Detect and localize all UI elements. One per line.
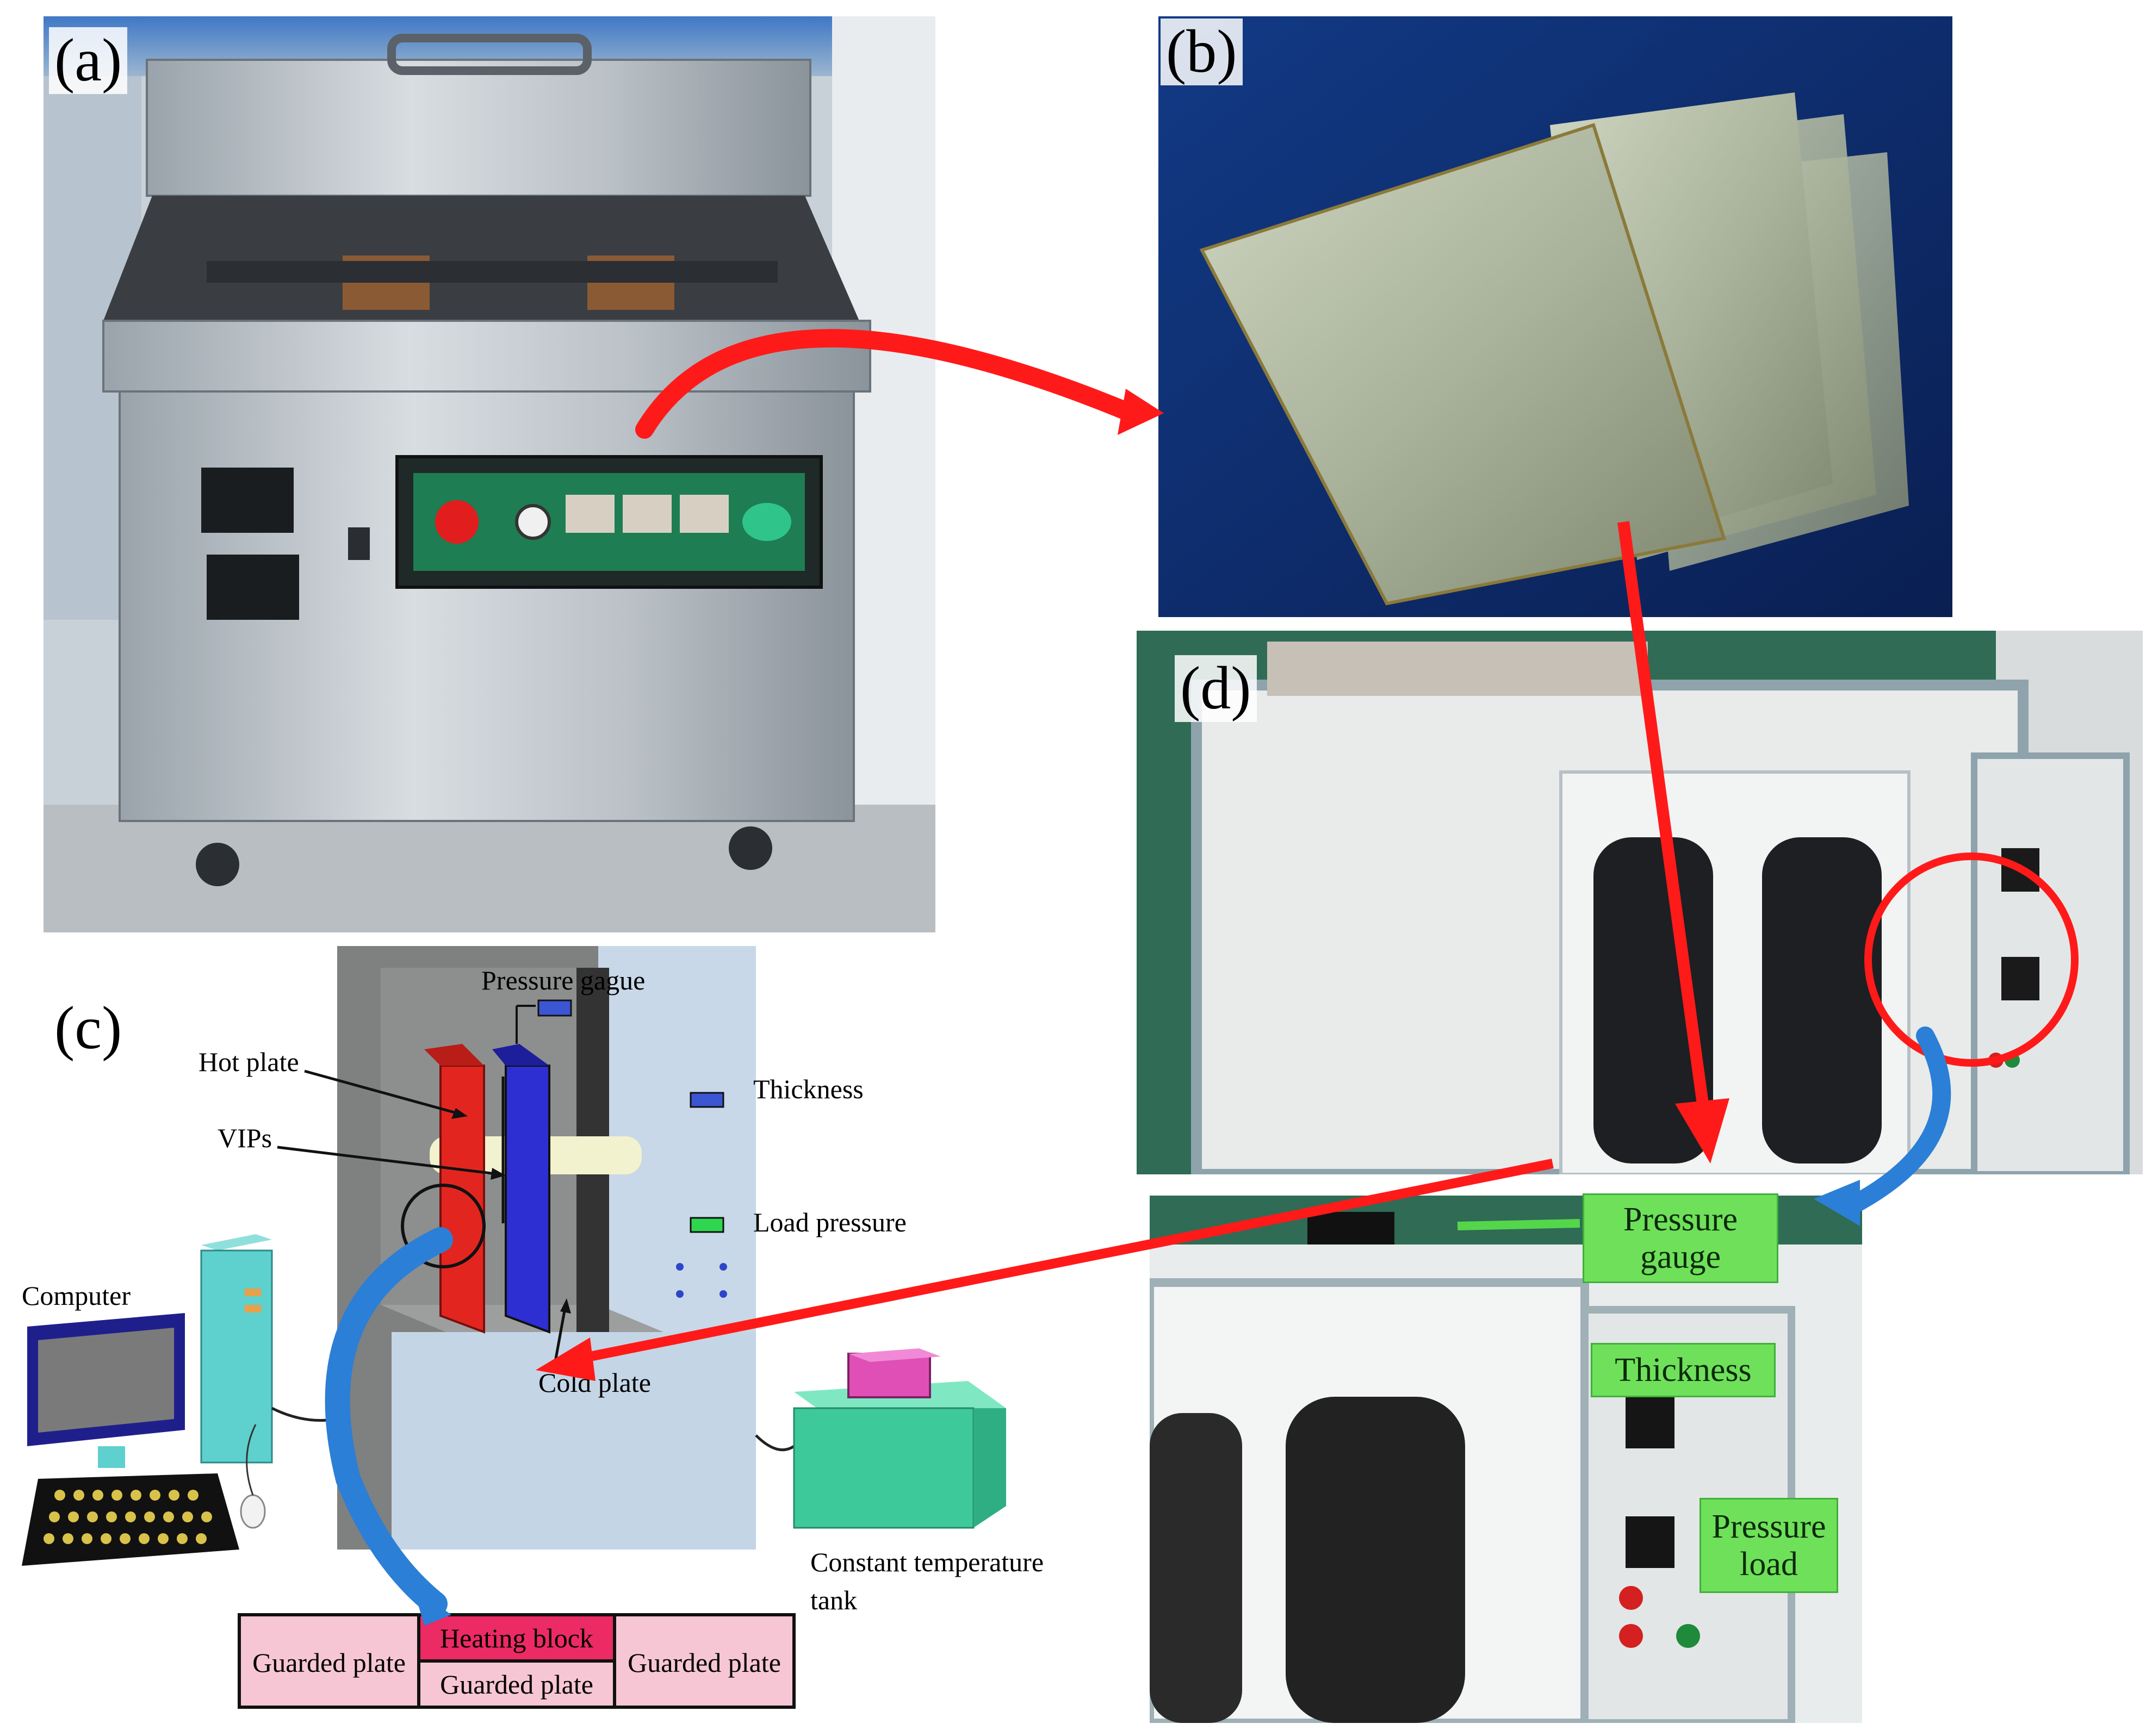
panel-d-label: (d)	[1175, 655, 1257, 723]
table-guarded-plate-left: Guarded plate	[252, 1647, 406, 1678]
panel-d-photo: (d)	[1137, 631, 2143, 1174]
label-cold-plate: Cold plate	[538, 1367, 651, 1398]
label-pressure-load-line1: Pressure	[1711, 1508, 1826, 1546]
label-vips: VIPs	[218, 1123, 272, 1153]
table-guarded-plate-right: Guarded plate	[628, 1647, 781, 1678]
label-load-pressure: Load pressure	[753, 1207, 907, 1237]
label-thickness-d: Thickness	[1591, 1343, 1776, 1397]
panel-b-label: (b)	[1161, 18, 1243, 86]
label-pressure-gauge-line2: gauge	[1640, 1238, 1721, 1275]
table-heating-block: Heating block	[440, 1623, 593, 1653]
panel-c-label: (c)	[54, 994, 122, 1062]
vip-panels-illustration	[1158, 16, 1952, 617]
panel-c-schematic: Pressure gague Hot plate VIPs Thickness …	[0, 935, 1131, 1734]
label-computer: Computer	[22, 1280, 131, 1311]
panel-a-photo: (a)	[44, 16, 935, 932]
label-pressure-gague: Pressure gague	[481, 965, 645, 995]
arrow-a-to-b-head	[1118, 389, 1164, 435]
label-constant-temperature-tank-1: Constant temperature	[810, 1547, 1044, 1577]
panel-b-photo: (b)	[1158, 16, 1952, 617]
label-pressure-gauge-line1: Pressure	[1623, 1201, 1738, 1239]
label-pressure-load-d: Pressure load	[1700, 1498, 1838, 1593]
label-pressure-load-line2: load	[1740, 1545, 1798, 1583]
label-thickness-c: Thickness	[753, 1074, 864, 1104]
label-constant-temperature-tank-2: tank	[810, 1585, 857, 1615]
table-guarded-plate-bottom: Guarded plate	[440, 1669, 593, 1700]
label-pressure-gauge-d: Pressure gauge	[1583, 1193, 1778, 1283]
schematic-drawing: Pressure gague Hot plate VIPs Thickness …	[22, 946, 1044, 1709]
tester-machine-illustration	[1137, 631, 2143, 1174]
label-thickness-d-text: Thickness	[1615, 1351, 1752, 1389]
panel-a-label: (a)	[49, 27, 128, 95]
label-hot-plate: Hot plate	[199, 1047, 299, 1077]
vacuum-machine-illustration	[44, 16, 935, 932]
